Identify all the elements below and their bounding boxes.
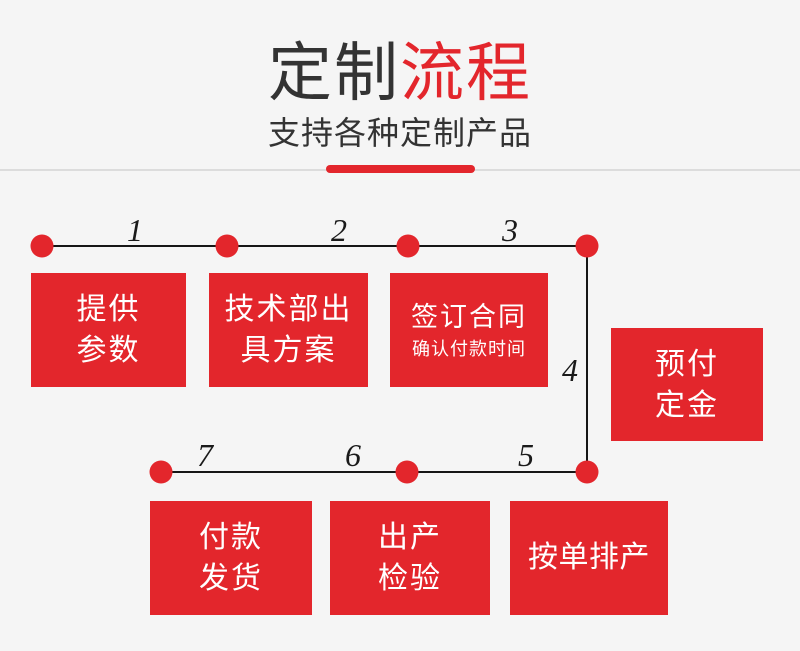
- step-box-sign-contract: 签订合同 确认付款时间: [390, 273, 548, 387]
- flow-node-2: [215, 234, 239, 258]
- step-number-1: 1: [127, 212, 143, 248]
- step-box-technical-dept-plan: 技术部出 具方案: [209, 273, 368, 387]
- step-box-payment-shipping: 付款 发货: [150, 501, 312, 615]
- connector-line-top: [42, 245, 587, 247]
- page-title: 定制流程: [0, 38, 800, 108]
- step-box-production-inspection: 出产 检验: [330, 501, 490, 615]
- flow-node-7: [149, 460, 173, 484]
- step-box-text: 参数: [76, 334, 141, 367]
- flow-node-6: [395, 460, 419, 484]
- flow-node-4: [575, 234, 599, 258]
- step-box-text: 付款: [199, 521, 263, 554]
- page-subtitle: 支持各种定制产品: [267, 115, 532, 151]
- step-box-text: 预付: [655, 347, 719, 381]
- step-box-prepay-deposit: 预付 定金: [611, 328, 763, 441]
- step-number-5: 5: [518, 437, 534, 473]
- step-number-4: 4: [562, 352, 578, 388]
- step-box-subtitle: 确认付款时间: [412, 338, 526, 359]
- step-box-text: 检验: [378, 562, 442, 595]
- connector-line-right-vertical: [586, 246, 588, 472]
- connector-line-bottom: [161, 471, 587, 473]
- red-underline-accent: [326, 165, 475, 173]
- step-box-provide-parameters: 提供 参数: [31, 273, 186, 387]
- step-number-2: 2: [331, 212, 347, 248]
- step-box-text: 提供: [76, 293, 141, 326]
- flow-node-1: [30, 234, 54, 258]
- step-box-title: 签订合同: [411, 301, 527, 332]
- step-box-text: 具方案: [240, 334, 337, 367]
- flow-node-5: [575, 460, 599, 484]
- step-number-3: 3: [502, 212, 518, 248]
- step-box-text: 定金: [655, 388, 719, 422]
- flow-node-3: [396, 234, 420, 258]
- page-title-dark-part: 定制: [268, 37, 400, 109]
- step-box-schedule-production: 按单排产: [510, 501, 668, 615]
- step-box-text: 技术部出: [224, 293, 353, 326]
- step-box-text: 出产: [378, 521, 442, 554]
- page-title-red-part: 流程: [400, 37, 532, 109]
- step-box-text: 按单排产: [528, 541, 650, 574]
- step-number-6: 6: [345, 437, 361, 473]
- step-box-text: 发货: [199, 562, 263, 595]
- step-number-7: 7: [197, 437, 213, 473]
